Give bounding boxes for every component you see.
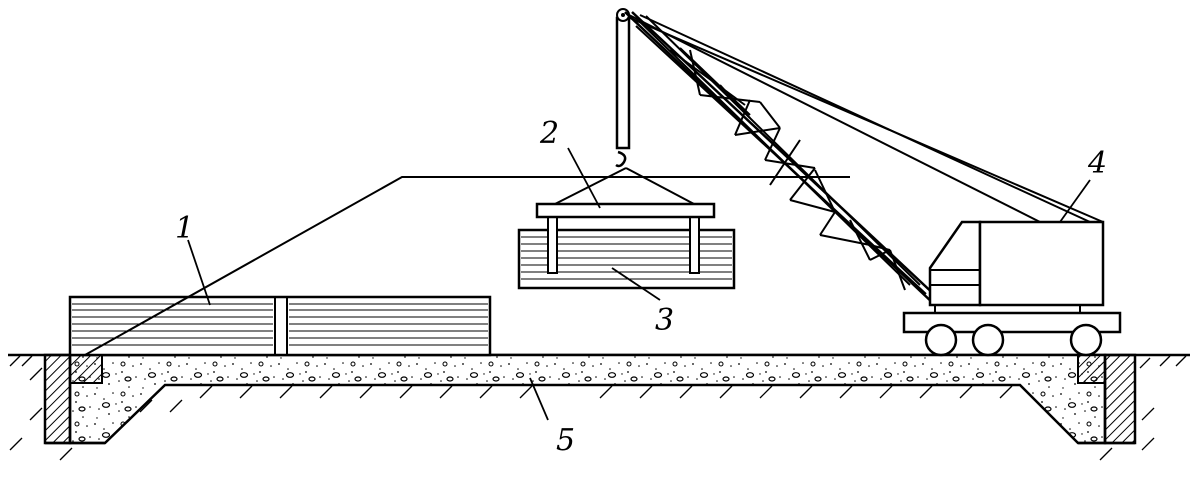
suspended-load (517, 150, 736, 290)
ground-hatching (9, 355, 1187, 461)
crane-hook (615, 8, 631, 150)
label-1: 1 (175, 211, 194, 246)
crane-boom (624, 11, 939, 306)
label-3: 3 (655, 303, 674, 338)
crane-ropes (626, 13, 1104, 223)
panel-stack-left (68, 295, 492, 357)
concrete-foundation (68, 353, 1107, 445)
label-4: 4 (1087, 146, 1107, 181)
label-2: 2 (539, 116, 559, 151)
label-5: 5 (556, 423, 575, 458)
leader-lines (187, 147, 1091, 421)
crane-wheels (924, 323, 1103, 357)
formwork-outline (84, 176, 850, 356)
crane-body (902, 220, 1122, 334)
retaining-walls (43, 353, 1137, 445)
